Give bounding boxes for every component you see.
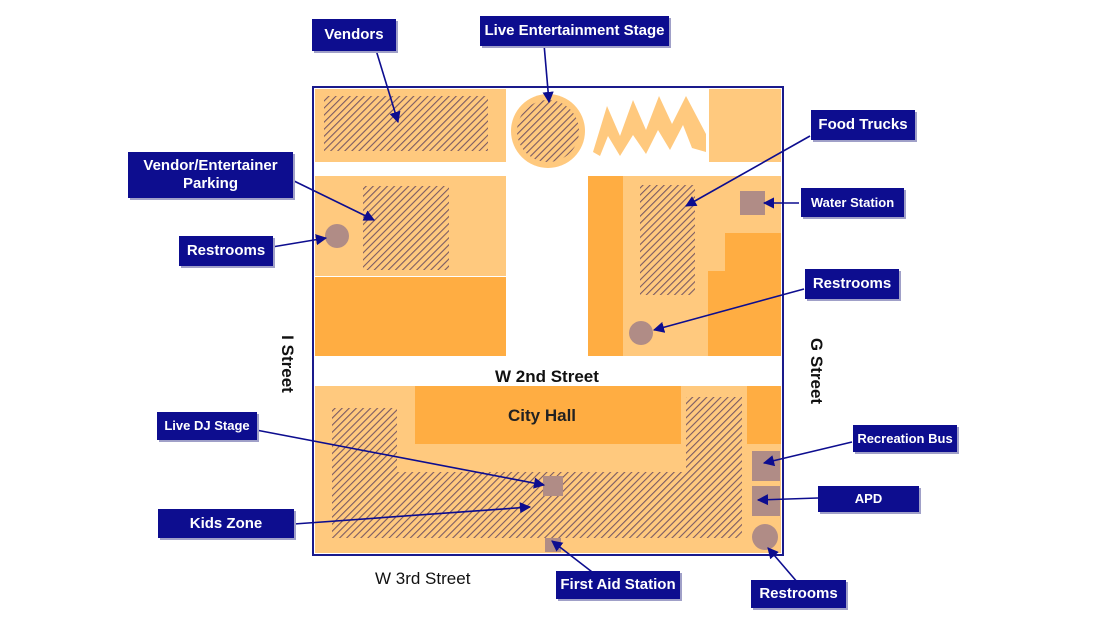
- middle-right-dark-block-a: [725, 233, 781, 271]
- arrow-restrooms-left: [271, 234, 328, 248]
- middle-right-dark-block-b: [708, 271, 781, 356]
- label-apd: APD: [818, 486, 919, 512]
- kids-zone-area: [332, 397, 742, 538]
- top-right-block: [709, 89, 781, 162]
- arrow-apd: [756, 494, 819, 506]
- arrow-kids-zone: [293, 502, 532, 525]
- arrow-restrooms-bottom: [767, 547, 799, 584]
- label-vendors: Vendors: [312, 19, 396, 51]
- city-hall-label: City Hall: [508, 406, 577, 425]
- restroom-bottom: [752, 524, 778, 550]
- arrow-first-aid: [551, 540, 597, 576]
- label-restrooms-left: Restrooms: [179, 236, 273, 266]
- label-live-entertainment-stage: Live Entertainment Stage: [480, 16, 669, 46]
- street-w2nd: W 2nd Street: [495, 367, 599, 386]
- middle-left-dark-block: [315, 277, 506, 356]
- recreation-bus: [752, 451, 780, 481]
- street-g: G Street: [807, 337, 826, 405]
- arrow-stage: [542, 43, 554, 104]
- arrow-food-trucks: [685, 135, 811, 207]
- street-i: I Street: [278, 335, 297, 393]
- parking-area: [363, 186, 449, 270]
- zigzag-structure: [593, 96, 706, 156]
- dj-stage: [543, 476, 563, 496]
- apd-box: [752, 486, 780, 516]
- arrow-restrooms-right: [652, 288, 805, 333]
- entertainment-stage: [517, 100, 579, 162]
- label-kids-zone: Kids Zone: [158, 509, 294, 538]
- street-w3rd: W 3rd Street: [375, 569, 471, 588]
- label-first-aid-station: First Aid Station: [556, 571, 680, 599]
- label-vendor-entertainer-parking: Vendor/Entertainer Parking: [128, 152, 293, 198]
- label-live-dj-stage: Live DJ Stage: [157, 412, 257, 440]
- restroom-right: [629, 321, 653, 345]
- first-aid-station: [545, 538, 561, 552]
- label-food-trucks: Food Trucks: [811, 110, 915, 140]
- arrow-dj-stage: [255, 429, 546, 489]
- food-trucks-area: [640, 185, 695, 295]
- arrows: [255, 43, 853, 584]
- label-restrooms-right: Restrooms: [805, 269, 899, 299]
- middle-right-dark-strip: [588, 176, 623, 356]
- city-hall-building: [415, 386, 681, 444]
- restroom-left: [325, 224, 349, 248]
- water-station: [740, 191, 765, 215]
- arrow-vendors: [375, 49, 401, 124]
- label-water-station: Water Station: [801, 188, 904, 217]
- arrow-recreation-bus: [762, 441, 853, 467]
- bottom-right-dark-block: [747, 386, 781, 444]
- arrow-parking: [291, 179, 376, 221]
- label-restrooms-bottom: Restrooms: [751, 580, 846, 608]
- vendors-area: [324, 96, 488, 151]
- label-recreation-bus: Recreation Bus: [853, 425, 957, 452]
